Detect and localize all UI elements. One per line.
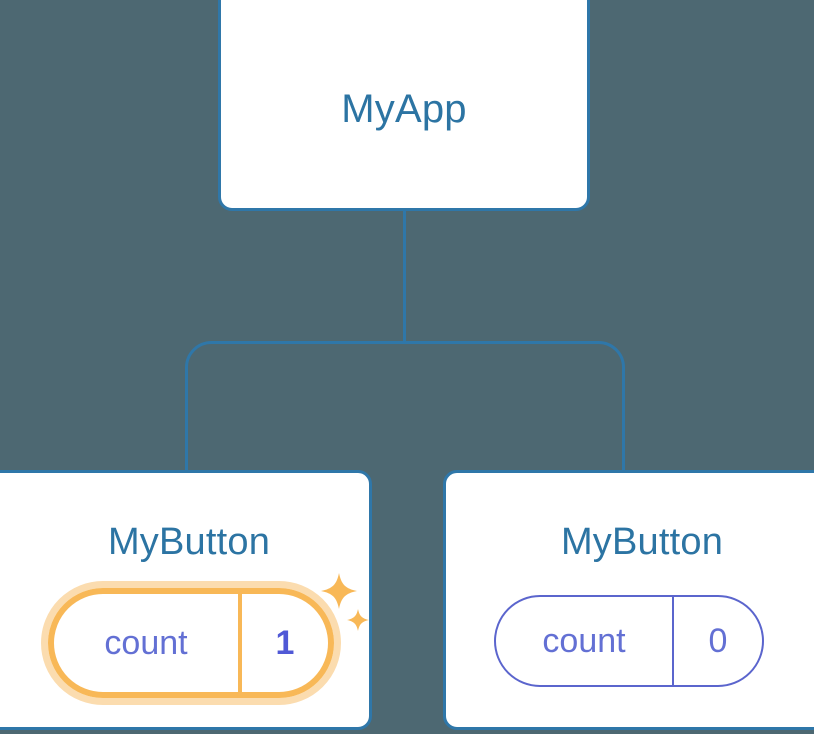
state-pill-left-body[interactable]: count 1 xyxy=(48,588,334,698)
state-pill-left[interactable]: count 1 xyxy=(41,581,341,705)
node-mybutton-right[interactable]: MyButton count 0 xyxy=(443,470,814,730)
node-myapp[interactable]: MyApp xyxy=(218,0,590,211)
node-mybutton-right-title: MyButton xyxy=(560,521,724,563)
node-mybutton-left[interactable]: MyButton count 1 xyxy=(0,470,372,730)
state-pill-right[interactable]: count 0 xyxy=(494,595,764,687)
connector-bracket xyxy=(185,340,625,470)
node-mybutton-left-title: MyButton xyxy=(107,521,271,563)
state-pill-right-value: 0 xyxy=(708,621,728,660)
state-pill-halo xyxy=(41,581,341,705)
state-pill-right-body[interactable]: count 0 xyxy=(494,595,764,687)
state-pill-left-key: count xyxy=(54,594,242,692)
node-myapp-title: MyApp xyxy=(341,87,467,131)
state-pill-left-value: 1 xyxy=(275,623,295,662)
state-pill-right-key: count xyxy=(496,597,674,685)
